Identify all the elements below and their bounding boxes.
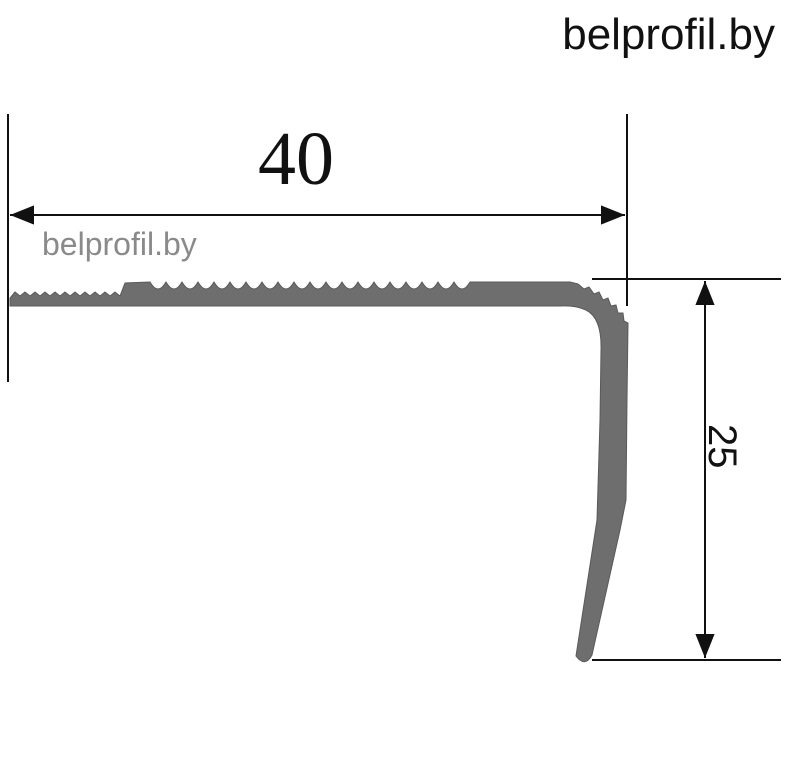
width-dimension-label: 40 — [258, 117, 334, 201]
height-dimension-label: 25 — [700, 424, 744, 469]
watermark-text: belprofil.by — [42, 226, 197, 262]
brand-title: belprofil.by — [562, 10, 775, 59]
stair-nosing-profile — [9, 280, 629, 663]
